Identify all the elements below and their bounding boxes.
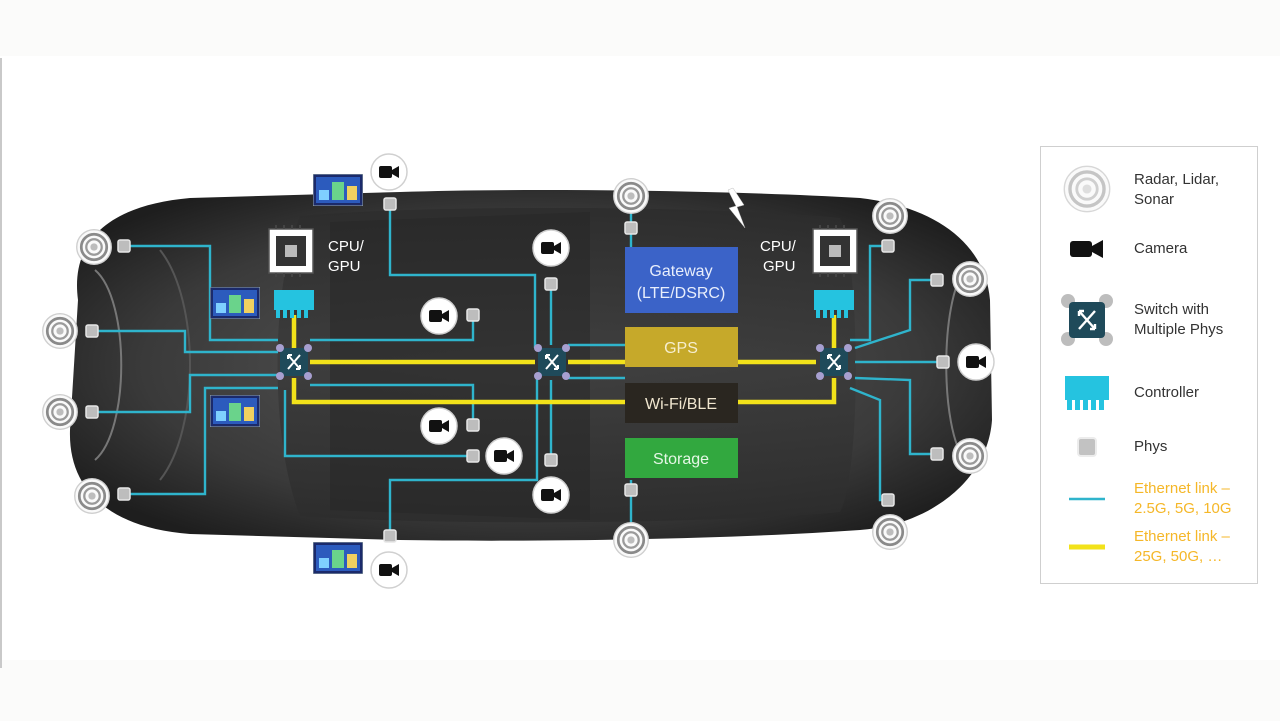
legend-switch-line-1: Switch with <box>1134 301 1210 318</box>
phy-icon <box>544 277 558 291</box>
legend-controller-label: Controller <box>1134 384 1200 401</box>
wireless-lightning-icon <box>727 187 746 229</box>
camera-icon <box>370 153 408 191</box>
legend-item-switch: Switch with Multiple Phys <box>1041 290 1259 350</box>
wifi-ble-label: Wi-Fi/BLE <box>645 396 717 413</box>
camera-icon <box>485 437 523 475</box>
legend-switch-line-2: Multiple Phys <box>1134 321 1224 338</box>
cpu-gpu-left-label-2: GPU <box>328 258 361 275</box>
legend-radar-line-1: Radar, Lidar, <box>1134 171 1220 188</box>
legend-camera-label: Camera <box>1134 240 1188 257</box>
top-band <box>0 0 1280 56</box>
radar-icon <box>612 177 650 215</box>
legend-item-radar: Radar, Lidar, Sonar <box>1041 161 1259 217</box>
phy-icon <box>930 447 944 461</box>
camera-icon <box>420 407 458 445</box>
radar-lidar-sonar-icon <box>1059 161 1115 217</box>
phy-icon <box>624 221 638 235</box>
phy-icon <box>544 453 558 467</box>
display-screen-icon <box>210 287 260 319</box>
controller-left-icon <box>274 290 314 318</box>
wifi-ble-module: Wi-Fi/BLE <box>625 383 738 423</box>
storage-module: Storage <box>625 438 738 478</box>
phy-icon <box>1059 429 1115 465</box>
switch-right-icon <box>815 343 853 381</box>
radar-icon <box>871 513 909 551</box>
phy-icon <box>466 418 480 432</box>
display-screen-icon <box>210 395 260 427</box>
camera-icon <box>420 297 458 335</box>
phy-icon <box>466 308 480 322</box>
phy-icon <box>881 239 895 253</box>
camera-icon <box>532 229 570 267</box>
thin-ethernet-links <box>92 196 943 540</box>
gateway-label-1: Gateway <box>649 263 712 280</box>
legend-item-phys: Phys <box>1041 429 1259 465</box>
phy-icon <box>881 493 895 507</box>
legend-item-thick-link: Ethernet link – 25G, 50G, … <box>1041 525 1259 569</box>
legend-thin-link-line-1: Ethernet link – <box>1134 480 1230 497</box>
camera-icon <box>957 343 995 381</box>
phy-icon <box>936 355 950 369</box>
storage-label: Storage <box>653 451 709 468</box>
radar-icon <box>951 437 989 475</box>
legend-thick-link-line-2: 25G, 50G, … <box>1134 548 1223 565</box>
camera-icon <box>370 551 408 589</box>
switch-center-icon <box>533 343 571 381</box>
gps-label: GPS <box>664 340 698 357</box>
radar-icon <box>871 197 909 235</box>
cpu-gpu-left-label-1: CPU/ <box>328 238 365 255</box>
gps-module: GPS <box>625 327 738 367</box>
phy-icon <box>466 449 480 463</box>
legend-item-thin-link: Ethernet link – 2.5G, 5G, 10G <box>1041 477 1259 521</box>
radar-icon <box>73 477 111 515</box>
phy-icon <box>117 487 131 501</box>
phy-icon <box>85 324 99 338</box>
ethernet-link-thick-icon <box>1059 525 1115 569</box>
legend-radar-line-2: Sonar <box>1134 191 1175 208</box>
display-screen-icon <box>313 174 363 206</box>
bottom-band <box>0 660 1280 721</box>
legend-phys-label: Phys <box>1134 438 1168 455</box>
legend-thin-link-line-2: 2.5G, 5G, 10G <box>1134 500 1232 517</box>
left-border-line <box>0 58 2 668</box>
cpu-gpu-right-label-1: CPU/ <box>760 238 797 255</box>
radar-icon <box>41 312 79 350</box>
display-screen-icon <box>313 542 363 574</box>
phy-icon <box>383 197 397 211</box>
camera-icon <box>1059 231 1115 267</box>
legend-item-camera: Camera <box>1041 231 1259 267</box>
phy-icon <box>624 483 638 497</box>
phy-icon <box>117 239 131 253</box>
controller-icon <box>1059 371 1115 415</box>
radar-icon <box>41 393 79 431</box>
switch-icon <box>1059 290 1115 350</box>
cpu-gpu-right-label-2: GPU <box>763 258 796 275</box>
cpu-gpu-right-icon <box>812 225 858 277</box>
phy-icon <box>930 273 944 287</box>
controller-right-icon <box>814 290 854 318</box>
radar-icon <box>951 260 989 298</box>
gateway-module: Gateway (LTE/DSRC) <box>625 247 738 313</box>
phy-icon <box>85 405 99 419</box>
legend-item-controller: Controller <box>1041 371 1259 415</box>
radar-icon <box>612 521 650 559</box>
gateway-label-2: (LTE/DSRC) <box>637 285 726 302</box>
legend-thick-link-line-1: Ethernet link – <box>1134 528 1230 545</box>
switch-left-icon <box>275 343 313 381</box>
cpu-gpu-left-icon <box>268 225 314 277</box>
camera-icon <box>532 476 570 514</box>
ethernet-link-thin-icon <box>1059 477 1115 521</box>
radar-icon <box>75 228 113 266</box>
phy-icon <box>383 529 397 543</box>
legend: Radar, Lidar, Sonar Camera Switch with M… <box>1040 146 1258 584</box>
